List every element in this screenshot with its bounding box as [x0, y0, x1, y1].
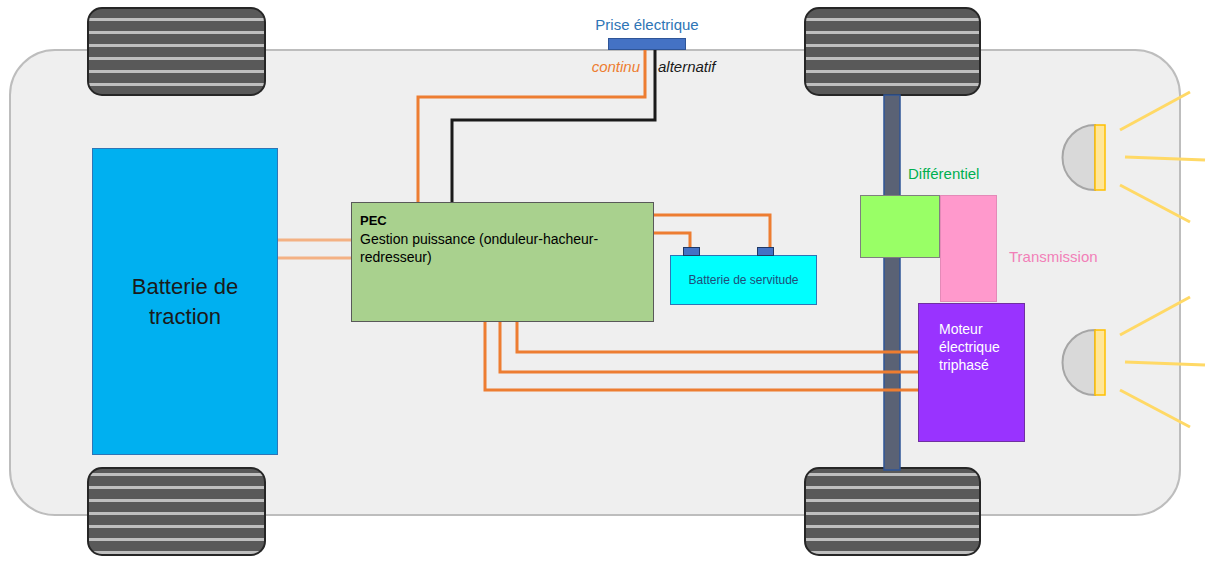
node-heading: PEC [360, 213, 645, 228]
axle [884, 95, 900, 470]
node-label: Différentiel [908, 165, 979, 182]
power-wire [500, 322, 918, 372]
power-wire [452, 50, 655, 202]
power-socket: Prise électrique [608, 38, 686, 50]
car-body [10, 50, 1180, 515]
differential: Différentiel [860, 195, 940, 258]
wheels [88, 8, 980, 555]
battery-terminal [683, 247, 700, 256]
battery-terminal [757, 247, 774, 256]
wire-label: continu [592, 58, 640, 75]
wire-label: alternatif [658, 58, 716, 75]
power-wire [278, 239, 351, 242]
transmission: Transmission [940, 195, 997, 302]
traction-battery: Batterie de traction [92, 148, 278, 455]
node-label: Batterie de traction [103, 272, 267, 331]
power-wire [485, 322, 918, 390]
node-label: Transmission [1009, 248, 1098, 265]
electric-motor: Moteur électrique triphasé [918, 303, 1025, 442]
text-group: Batterie de servitude [688, 273, 798, 288]
node-label: Moteur électrique triphasé [939, 320, 1016, 375]
power-wire [517, 322, 918, 352]
power-wire [654, 215, 770, 255]
service-battery: Batterie de servitude [670, 255, 817, 305]
node-label: Prise électrique [595, 16, 698, 33]
node-label: Gestion puissance (onduleur-hacheur-redr… [360, 230, 645, 266]
text-group: Batterie de traction [103, 272, 267, 331]
power-wire [278, 257, 351, 260]
power-electronics-box: PEC Gestion puissance (onduleur-hacheur-r… [351, 202, 654, 322]
node-label: Batterie de servitude [688, 273, 798, 288]
